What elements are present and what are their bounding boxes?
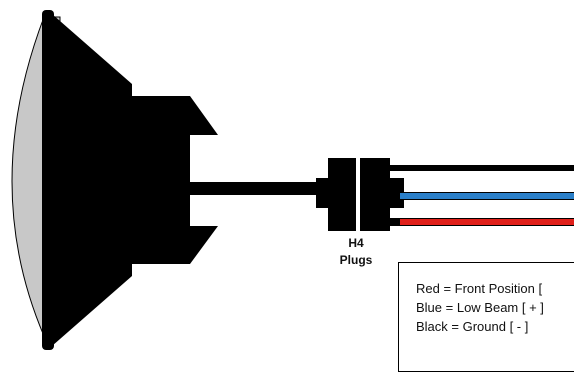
plug-label-h4: H4	[348, 236, 364, 250]
wire-red	[400, 219, 574, 225]
headlight-cable	[188, 182, 320, 195]
wire-black	[390, 165, 574, 171]
legend-red: Red = Front Position [	[416, 281, 543, 296]
plug-label-plugs: Plugs	[339, 253, 373, 267]
headlight-rim	[42, 10, 54, 350]
plug-body-left	[328, 158, 356, 231]
wire-blue	[400, 193, 574, 199]
headlight-housing	[52, 14, 218, 346]
plug-collar-left	[316, 178, 330, 208]
legend-black: Black = Ground [ - ]	[416, 319, 529, 334]
plug-body-right	[360, 158, 390, 231]
headlight-wiring-diagram	[11, 10, 574, 350]
wire-color-legend: Red = Front Position [ Blue = Low Beam […	[398, 262, 574, 372]
legend-blue: Blue = Low Beam [ + ]	[416, 300, 544, 315]
